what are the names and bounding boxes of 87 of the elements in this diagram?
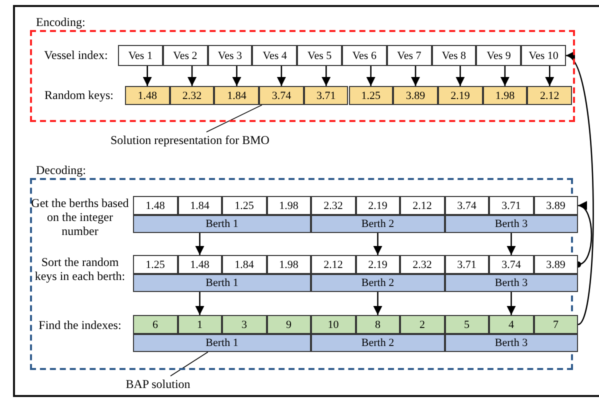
table-cell: Ves 6	[342, 45, 387, 66]
arrow	[276, 66, 286, 86]
table-cell: 2.12	[527, 86, 572, 105]
berth-bar: Berth 1	[133, 334, 311, 352]
table-cell: 5	[444, 315, 489, 334]
table-cell: 2.12	[311, 255, 356, 274]
curved-arrow	[566, 54, 594, 325]
arrow	[232, 66, 242, 86]
table-cell: 3	[222, 315, 266, 334]
caption-text: Solution representation for BMO	[100, 132, 280, 148]
arrow	[322, 66, 331, 86]
row-label: Random keys:	[44, 88, 114, 102]
table-cell: 1.25	[348, 86, 394, 105]
arrow	[142, 66, 152, 86]
table-cell: 4	[489, 315, 534, 334]
table-cell: Ves 2	[162, 45, 208, 66]
table-cell: 3.71	[444, 255, 489, 274]
berth-bar: Berth 3	[444, 334, 578, 352]
arrow	[456, 66, 465, 86]
row-label: Vessel index:	[43, 48, 109, 62]
table-cell: Ves 9	[476, 45, 522, 66]
arrow	[195, 233, 204, 255]
arrow	[410, 66, 420, 86]
table-cell: 1.48	[125, 86, 170, 105]
table-cell: 2.32	[170, 86, 214, 105]
caption-text: BAP solution	[118, 376, 198, 392]
table-cell: Ves 5	[297, 45, 342, 66]
berth-bar: Berth 1	[133, 274, 311, 292]
berth-bar: Berth 1	[133, 215, 311, 233]
table-cell: 2.19	[356, 255, 400, 274]
table-cell: 1.84	[222, 255, 266, 274]
table-cell: 3.74	[259, 86, 304, 105]
berth-bar: Berth 2	[311, 274, 444, 292]
table-cell: Ves 10	[521, 45, 566, 66]
table-cell: 9	[266, 315, 311, 334]
table-cell: 1.48	[178, 255, 222, 274]
table-cell: 3.71	[304, 86, 348, 105]
row-label: Get the berths based on the integer number	[30, 196, 130, 238]
section-heading: Decoding:	[36, 163, 86, 178]
arrow	[366, 66, 376, 86]
arrow	[545, 66, 554, 86]
berth-bar: Berth 3	[444, 215, 578, 233]
table-cell: Ves 3	[208, 45, 252, 66]
table-cell: 1.25	[133, 255, 178, 274]
berth-bar: Berth 3	[444, 274, 578, 292]
table-cell: 2.19	[438, 86, 483, 105]
section-heading: Encoding:	[36, 15, 86, 30]
table-cell: 1.84	[214, 86, 260, 105]
table-cell: 1.98	[266, 255, 311, 274]
arrow	[506, 233, 516, 255]
arrow	[187, 66, 197, 86]
table-cell: 3.89	[534, 196, 578, 215]
table-cell: 1.98	[482, 86, 528, 105]
table-cell: 2.32	[311, 196, 356, 215]
table-cell: 3.89	[393, 86, 438, 105]
table-cell: Ves 8	[432, 45, 476, 66]
table-cell: 2.32	[400, 255, 444, 274]
table-cell: 1.48	[133, 196, 178, 215]
table-cell: 2.19	[356, 196, 400, 215]
table-cell: 1.25	[222, 196, 266, 215]
table-cell: Ves 7	[386, 45, 432, 66]
table-cell: Ves 1	[118, 45, 163, 66]
row-label: Sort the random keys in each berth:	[34, 255, 126, 283]
row-label: Find the indexes:	[38, 318, 122, 332]
arrow	[373, 233, 382, 255]
table-cell: 3.74	[489, 255, 534, 274]
berth-bar: Berth 2	[311, 215, 444, 233]
arrow	[195, 292, 204, 315]
arrow	[500, 66, 510, 86]
arrow	[373, 292, 382, 315]
table-cell: Ves 4	[252, 45, 298, 66]
table-cell: 8	[356, 315, 400, 334]
table-cell: 3.71	[489, 196, 534, 215]
table-cell: 7	[534, 315, 578, 334]
leader-line	[206, 104, 262, 132]
table-cell: 1.98	[266, 196, 311, 215]
table-cell: 10	[311, 315, 356, 334]
table-cell: 1	[178, 315, 222, 334]
table-cell: 3.74	[444, 196, 489, 215]
leader-line	[170, 352, 208, 376]
table-cell: 3.89	[534, 255, 578, 274]
table-cell: 6	[133, 315, 178, 334]
table-cell: 1.84	[178, 196, 222, 215]
berth-bar: Berth 2	[311, 334, 444, 352]
table-cell: 2.12	[400, 196, 444, 215]
arrow	[506, 292, 516, 315]
table-cell: 2	[400, 315, 444, 334]
